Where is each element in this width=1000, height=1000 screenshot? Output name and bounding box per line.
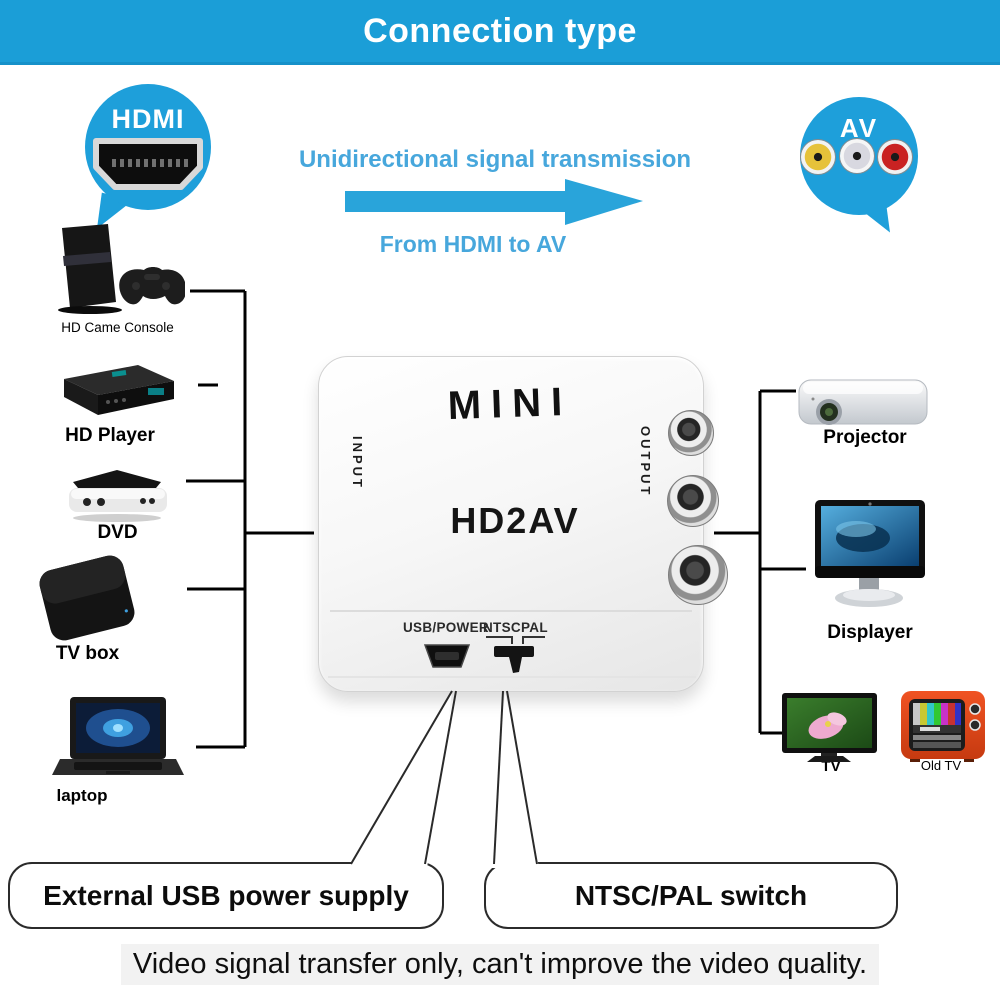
- old-tv-icon: [901, 691, 985, 762]
- footnote: Video signal transfer only, can't improv…: [0, 944, 1000, 985]
- av-label: AV: [839, 113, 879, 143]
- ntsc-label: NTSC: [483, 620, 521, 635]
- source-label-hd-player: HD Player: [65, 425, 155, 446]
- banner: Connection type: [0, 0, 1000, 65]
- source-label-hd-game-console: HD Came Console: [61, 320, 174, 335]
- callout-usb-power-text: External USB power supply: [43, 879, 409, 911]
- dvd-player-icon: [69, 470, 167, 522]
- output-label-old-tv: Old TV: [920, 758, 962, 773]
- hd-player-icon: [64, 365, 174, 415]
- usb-power-label: USB/POWER: [403, 620, 489, 635]
- ntsc-pal-switch-icon: [494, 646, 534, 673]
- callout-ntsc-pal: NTSC/PAL switch: [484, 862, 898, 929]
- callout-ntsc-pal-text: NTSC/PAL switch: [574, 879, 808, 911]
- rca-white-icon: [840, 139, 874, 173]
- converter-brand: MINI: [447, 379, 573, 429]
- hdmi-connector-icon: [93, 138, 203, 190]
- source-label-dvd: DVD: [97, 522, 138, 543]
- converter-input-label: INPUT: [350, 436, 365, 490]
- output-label-displayer: Displayer: [827, 622, 913, 643]
- pal-label: PAL: [521, 620, 548, 635]
- game-console-icon: [58, 224, 185, 314]
- arrow-right-icon: [345, 179, 643, 225]
- transmission-subheading: From HDMI to AV: [379, 231, 567, 257]
- transmission-heading: Unidirectional signal transmission: [298, 146, 692, 173]
- hdmi-label: HDMI: [111, 104, 185, 134]
- rca-output-jack-icon: [667, 475, 719, 527]
- mini-usb-port-icon: [423, 644, 471, 668]
- converter-seam: [328, 676, 696, 678]
- converter-seam: [330, 610, 692, 612]
- source-label-laptop: laptop: [56, 786, 108, 805]
- output-label-tv: TV: [821, 758, 841, 775]
- projector-icon: [798, 379, 928, 425]
- rca-red-icon: [878, 140, 912, 174]
- laptop-icon: [52, 697, 184, 775]
- converter-output-label: OUTPUT: [638, 426, 653, 498]
- rca-output-jack-icon: [668, 410, 714, 456]
- rca-yellow-icon: [801, 140, 835, 174]
- converter-model: HD2AV: [450, 500, 580, 541]
- monitor-icon: [815, 500, 925, 607]
- output-label-projector: Projector: [823, 427, 907, 448]
- tv-box-icon: [39, 555, 135, 641]
- rca-output-jack-icon: [668, 545, 728, 605]
- callout-usb-power: External USB power supply: [8, 862, 444, 929]
- flat-tv-icon: [782, 693, 877, 762]
- source-label-tv-box: TV box: [55, 643, 120, 664]
- banner-title: Connection type: [363, 11, 637, 50]
